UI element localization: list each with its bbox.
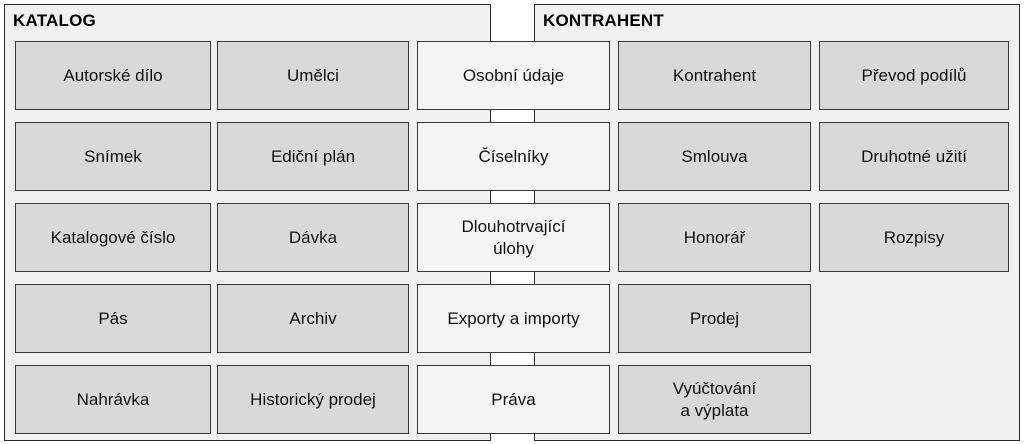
box-exporty-a-importy[interactable]: Exporty a importy (417, 284, 610, 353)
box-smlouva[interactable]: Smlouva (618, 122, 811, 191)
box-katalogove-cislo[interactable]: Katalogové číslo (15, 203, 211, 272)
box-historicky-prodej[interactable]: Historický prodej (217, 365, 409, 434)
box-prevod-podilu[interactable]: Převod podílů (819, 41, 1009, 110)
box-davka[interactable]: Dávka (217, 203, 409, 272)
box-edicni-plan[interactable]: Ediční plán (217, 122, 409, 191)
box-dlouhotrvajici-ulohy[interactable]: Dlouhotrvající úlohy (417, 203, 610, 272)
kontrahent-title: KONTRAHENT (543, 11, 664, 30)
box-rozpisy[interactable]: Rozpisy (819, 203, 1009, 272)
box-umelci[interactable]: Umělci (217, 41, 409, 110)
box-snimek[interactable]: Snímek (15, 122, 211, 191)
katalog-title: KATALOG (13, 11, 96, 30)
box-pas[interactable]: Pás (15, 284, 211, 353)
box-nahravka[interactable]: Nahrávka (15, 365, 211, 434)
box-druhotne-uziti[interactable]: Druhotné užití (819, 122, 1009, 191)
box-autorske-dilo[interactable]: Autorské dílo (15, 41, 211, 110)
box-ciselniky[interactable]: Číselníky (417, 122, 610, 191)
box-kontrahent[interactable]: Kontrahent (618, 41, 811, 110)
box-osobni-udaje[interactable]: Osobní údaje (417, 41, 610, 110)
box-honorar[interactable]: Honorář (618, 203, 811, 272)
box-vyuctovani-a-vyplata[interactable]: Vyúčtování a výplata (618, 365, 811, 434)
box-prava[interactable]: Práva (417, 365, 610, 434)
box-prodej[interactable]: Prodej (618, 284, 811, 353)
box-archiv[interactable]: Archiv (217, 284, 409, 353)
